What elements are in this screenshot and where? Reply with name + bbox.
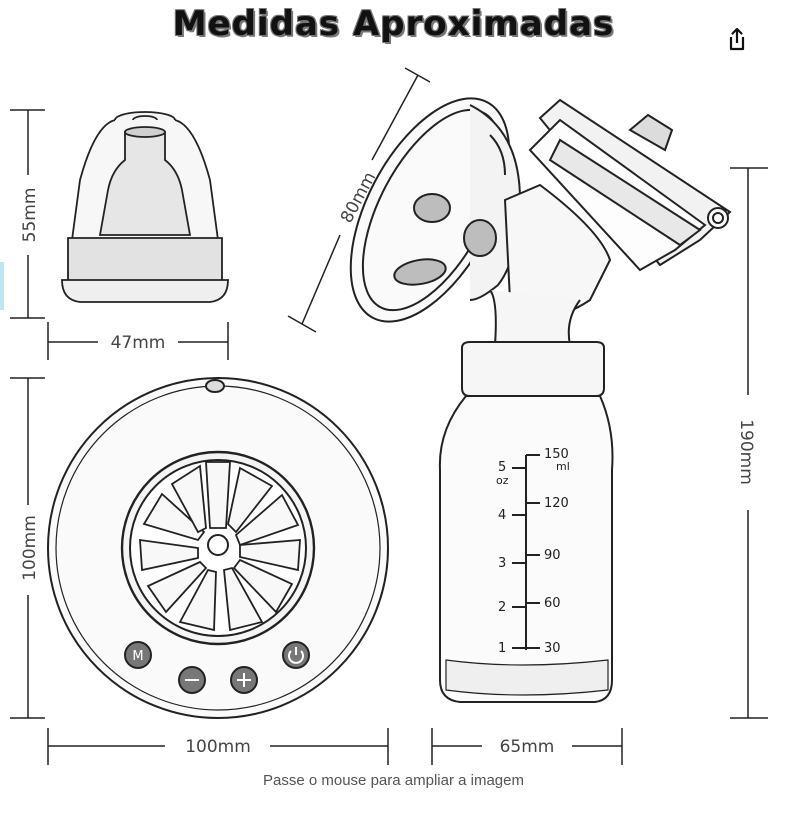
ml-mark-150: 150 (544, 447, 569, 462)
bottle-scale-ticks (512, 454, 540, 650)
bottle-width-label: 65mm (500, 737, 555, 757)
bottle-cap-drawing (61, 111, 229, 303)
motor-width-label: 100mm (185, 737, 251, 757)
side-tab (0, 262, 4, 310)
motor-height-label: 100mm (20, 515, 40, 581)
oz-mark-4: 4 (498, 508, 506, 523)
cap-height-dimension (10, 109, 45, 319)
ml-unit: ml (556, 460, 570, 473)
oz-mark-3: 3 (498, 556, 506, 571)
mode-button-label: M (132, 649, 143, 664)
pump-head-drawing (503, 98, 732, 317)
oz-mark-2: 2 (498, 600, 506, 615)
pump-height-dimension (730, 167, 768, 719)
oz-mark-1: 1 (498, 641, 506, 656)
funnel-diameter-dimension (287, 67, 431, 333)
motor-dial-segments (139, 461, 301, 632)
cap-width-dimension (47, 322, 229, 360)
share-icon (729, 27, 745, 51)
ml-mark-30: 30 (544, 641, 561, 656)
oz-mark-5: 5 (498, 460, 506, 475)
share-button[interactable] (722, 24, 752, 54)
zoom-hint: Passe o mouse para ampliar a imagem (263, 772, 524, 789)
bottle-width-dimension (431, 728, 623, 765)
ml-mark-120: 120 (544, 496, 569, 511)
ml-mark-60: 60 (544, 596, 561, 611)
motor-buttons (124, 641, 310, 694)
oz-unit: oz (496, 474, 509, 487)
motor-unit-drawing (47, 377, 389, 719)
ml-mark-90: 90 (544, 548, 561, 563)
page-title: Medidas Aproximadas (172, 4, 615, 44)
pump-height-label: 190mm (736, 419, 756, 485)
motor-height-dimension (10, 377, 45, 719)
cap-height-label: 55mm (20, 188, 40, 243)
motor-width-dimension (47, 728, 389, 765)
cap-width-label: 47mm (111, 333, 166, 353)
pump-neck-drawing (461, 289, 605, 397)
